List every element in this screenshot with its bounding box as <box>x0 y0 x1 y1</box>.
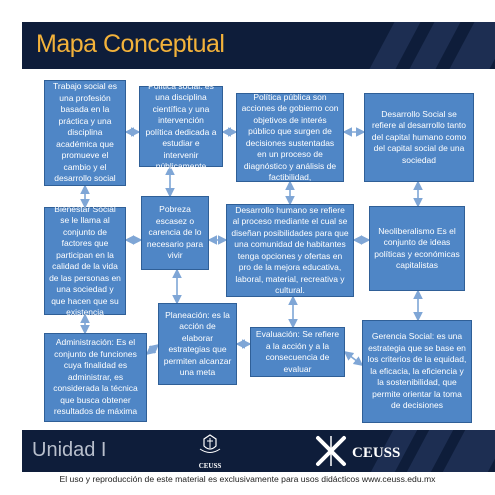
ceuss-small-logo: CEUSS <box>192 433 228 470</box>
header-bar: Mapa Conceptual <box>22 22 495 69</box>
logo-small-text: CEUSS <box>198 462 222 470</box>
footer-stripe <box>442 430 495 472</box>
crest-icon <box>199 434 221 453</box>
concept-trabajo-social: Trabajo social es una profesión basada e… <box>44 80 126 186</box>
concept-gerencia-social: Gerencia Social: es una estrategia que s… <box>362 320 472 423</box>
logo-large-text: CEUSS <box>352 445 401 461</box>
page-title: Mapa Conceptual <box>36 30 225 58</box>
concept-desarrollo-social: Desarrollo Social se refiere al desarrol… <box>364 93 474 182</box>
concept-pobreza: Pobreza escasez o carencia de lo necesar… <box>141 196 209 270</box>
concept-bienestar-social: Bienestar Social se le llama al conjunto… <box>44 204 126 317</box>
concept-neoliberalismo: Neoliberalismo Es el conjunto de ideas p… <box>369 206 465 291</box>
ceuss-emblem-icon <box>316 436 346 466</box>
usage-caption: El uso y reproducción de este material e… <box>59 474 436 484</box>
concept-planeacion: Planeación: es la acción de elaborar est… <box>158 303 237 385</box>
link-evaluacion-gerencia <box>343 351 364 366</box>
concept-politica-social: Política social: es una disciplina cient… <box>139 81 223 171</box>
concept-evaluacion: Evaluación: Se refiere a la acción y a l… <box>250 327 345 377</box>
footer-bar: Unidad I CEUSS CEUSS <box>22 430 495 472</box>
concept-desarrollo-humano: Desarrollo humano se refiere al proceso … <box>226 204 354 297</box>
unit-label: Unidad I <box>32 439 107 461</box>
concept-administracion: Administración: Es el conjunto de funcio… <box>44 333 147 422</box>
link-administracion-planeacion <box>145 343 160 356</box>
concept-politica-publica: Política pública son acciones de gobiern… <box>236 92 344 182</box>
